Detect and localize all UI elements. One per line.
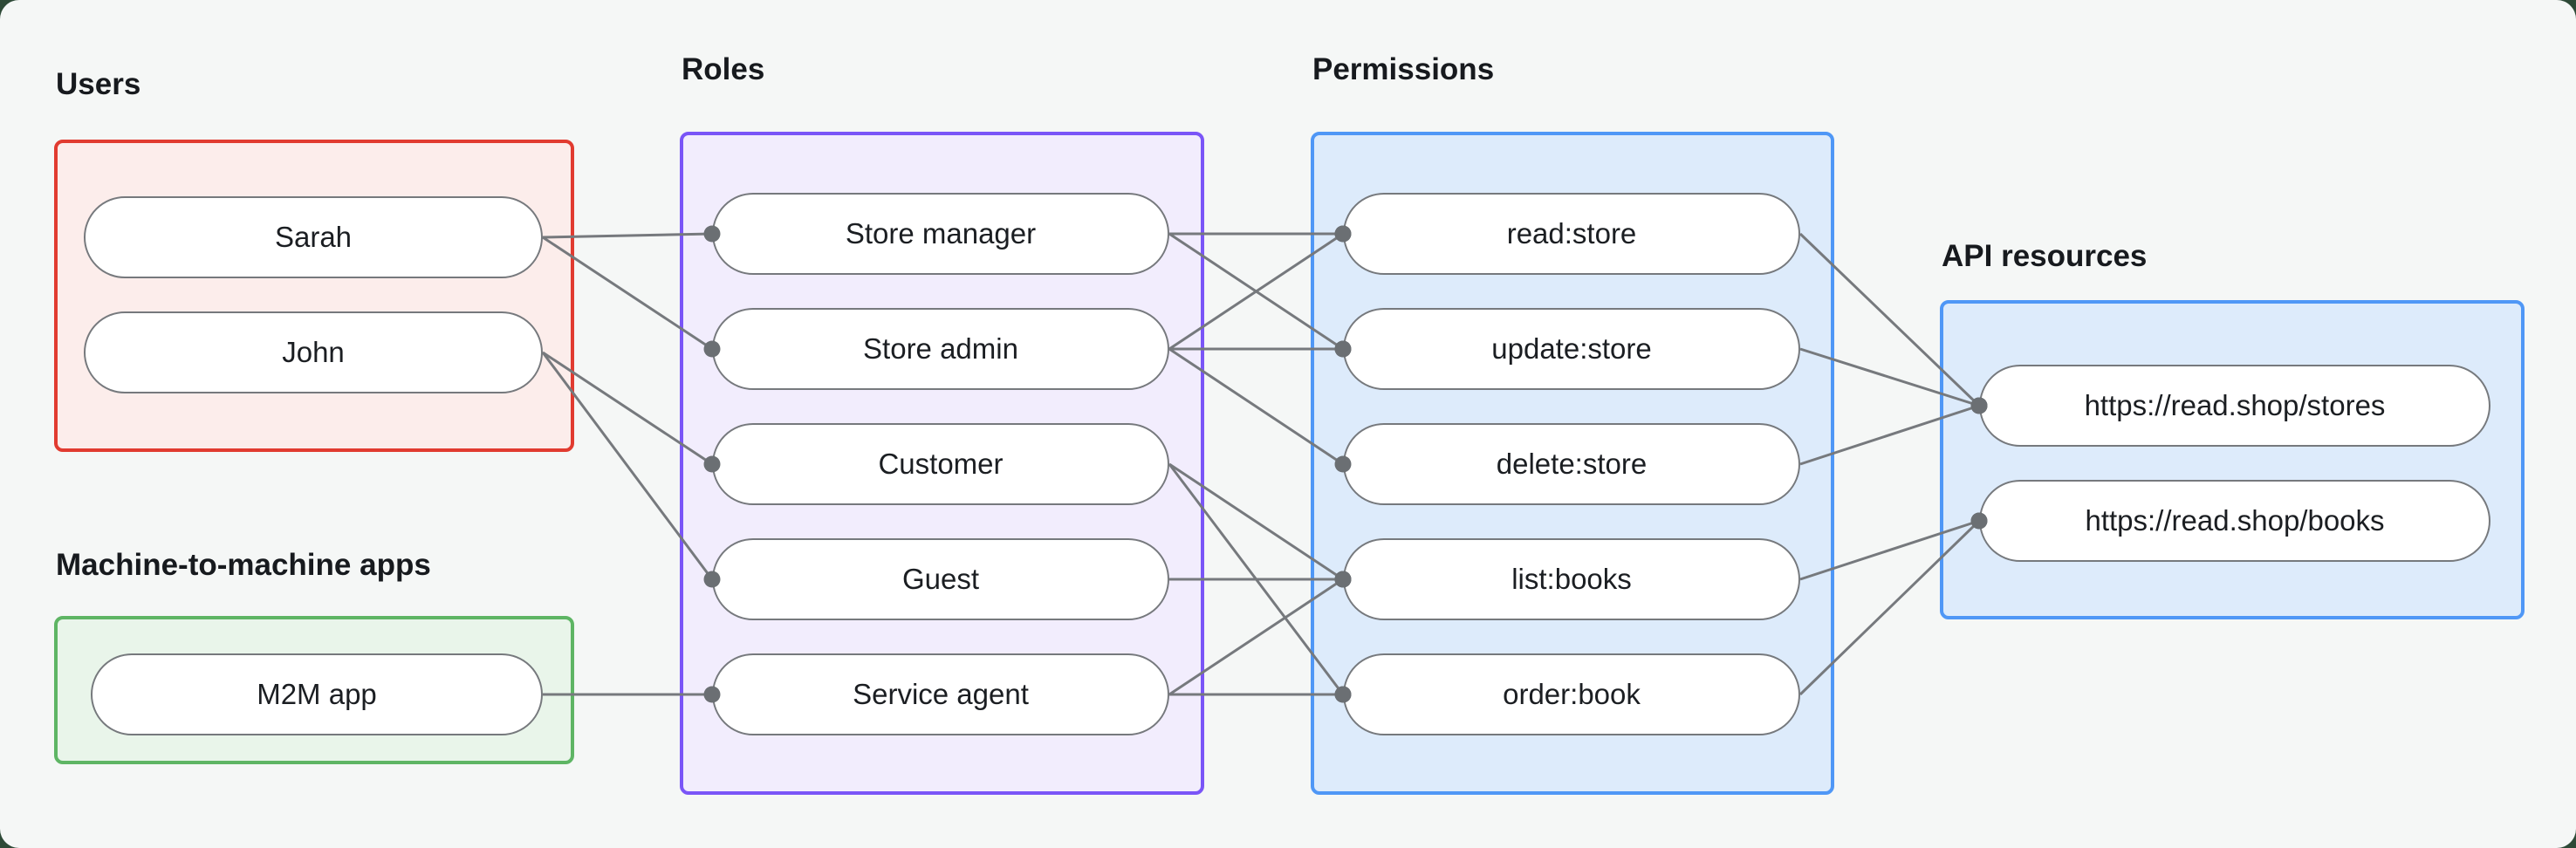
node-delete_store: delete:store: [1343, 423, 1800, 505]
group-box-users: [54, 140, 574, 452]
node-order_book: order:book: [1343, 653, 1800, 735]
node-john: John: [84, 311, 543, 393]
group-label-api: API resources: [1942, 239, 2148, 273]
group-label-permissions: Permissions: [1312, 52, 1495, 86]
group-label-m2m: Machine-to-machine apps: [56, 548, 431, 582]
node-books_api: https://read.shop/books: [1979, 480, 2490, 562]
group-box-api: [1940, 300, 2525, 619]
node-service_agent: Service agent: [712, 653, 1169, 735]
node-m2m_app: M2M app: [91, 653, 543, 735]
node-read_store: read:store: [1343, 193, 1800, 275]
node-sarah: Sarah: [84, 196, 543, 278]
node-list_books: list:books: [1343, 538, 1800, 620]
group-label-users: Users: [56, 67, 141, 101]
node-customer: Customer: [712, 423, 1169, 505]
node-store_manager: Store manager: [712, 193, 1169, 275]
node-stores_api: https://read.shop/stores: [1979, 365, 2490, 447]
node-update_store: update:store: [1343, 308, 1800, 390]
node-guest: Guest: [712, 538, 1169, 620]
group-label-roles: Roles: [682, 52, 765, 86]
node-store_admin: Store admin: [712, 308, 1169, 390]
